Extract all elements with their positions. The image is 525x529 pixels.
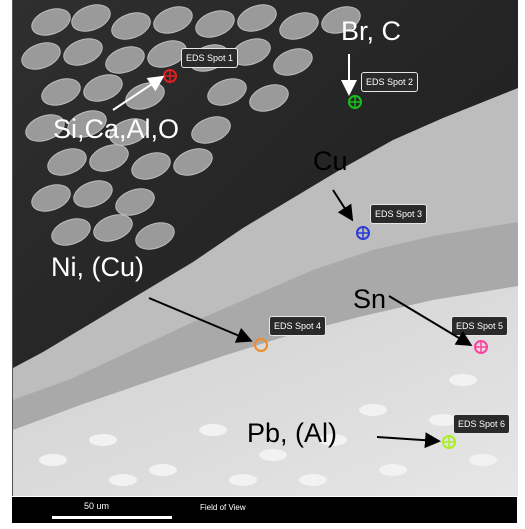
glass-fibre [195,10,235,38]
glass-fibre [31,184,71,212]
sem-micrograph: EDS Spot 1 EDS Spot 2 EDS Spot 3 EDS Spo… [12,0,518,496]
glass-fibre [47,148,87,176]
glass-fibre [73,180,113,208]
sem-image [13,0,518,496]
annotation-cu: Cu [313,146,348,176]
lead-patch [109,474,137,486]
arrow-spot-5 [388,295,473,347]
glass-fibres [21,4,361,250]
glass-fibre [71,4,111,32]
lead-patch [39,454,67,466]
glass-fibre [21,42,61,70]
lead-patch [379,464,407,476]
glass-fibre [51,218,91,246]
glass-fibre [31,8,71,36]
spot-marker-3[interactable] [355,225,371,241]
scale-label: 50 um [84,501,110,511]
glass-fibre [93,214,133,242]
glass-fibre [321,6,361,34]
spot-label-2: EDS Spot 2 [361,72,419,92]
glass-fibre [147,40,187,68]
lead-patch [229,474,257,486]
lead-patch [259,449,287,461]
glass-fibre [111,12,151,40]
annotation-br-c: Br, C [341,16,402,46]
arrow-spot-4 [148,297,253,343]
glass-fibre [135,222,175,250]
lead-patch [449,374,477,386]
field-of-view-label: Field of View [200,503,246,512]
scale-bar: 50 um Field of View [12,497,517,523]
spot-marker-2[interactable] [347,94,363,110]
spot-label-6: EDS Spot 6 [453,414,511,434]
glass-fibre [89,144,129,172]
spot-label-1: EDS Spot 1 [181,48,239,68]
glass-fibre [25,114,65,142]
glass-fibre [279,12,319,40]
glass-fibre [131,152,171,180]
glass-fibre [153,6,193,34]
lead-patches [39,374,497,486]
lead-patch [429,414,457,426]
lead-patch [299,474,327,486]
arrow-spot-1 [112,75,165,111]
lead-patch [469,454,497,466]
glass-fibre [237,4,277,32]
lead-patch [359,404,387,416]
annotation-sn: Sn [353,284,387,314]
annotation-si-ca-al-o: Si,Ca,Al,O [53,114,180,144]
glass-fibre [173,148,213,176]
solder-region [13,286,518,496]
spot-label-4: EDS Spot 4 [269,316,327,336]
annotation-ni-cu: Ni, (Cu) [51,252,144,282]
glass-fibre [249,84,289,112]
scale-line [52,516,172,519]
arrow-spot-6 [376,432,441,449]
spot-marker-4[interactable] [253,337,269,353]
glass-fibre [67,110,107,138]
glass-fibre [115,188,155,216]
arrow-spot-3 [332,189,354,222]
lead-patch [319,434,347,446]
glass-fibre [83,74,123,102]
spot-marker-6[interactable] [441,434,457,450]
annotation-pb-al: Pb, (Al) [247,418,338,448]
spot-marker-5[interactable] [473,339,489,355]
lead-patch [89,434,117,446]
glass-fibre [105,46,145,74]
lead-patch [149,464,177,476]
lead-patch [199,424,227,436]
glass-fibre [63,38,103,66]
glass-fibre [273,48,313,76]
annotation-arrows [112,54,473,449]
glass-fibre [41,78,81,106]
glass-fibre [191,116,231,144]
glass-fibre [109,118,149,146]
spot-label-3: EDS Spot 3 [370,204,428,224]
glass-fibre [207,78,247,106]
